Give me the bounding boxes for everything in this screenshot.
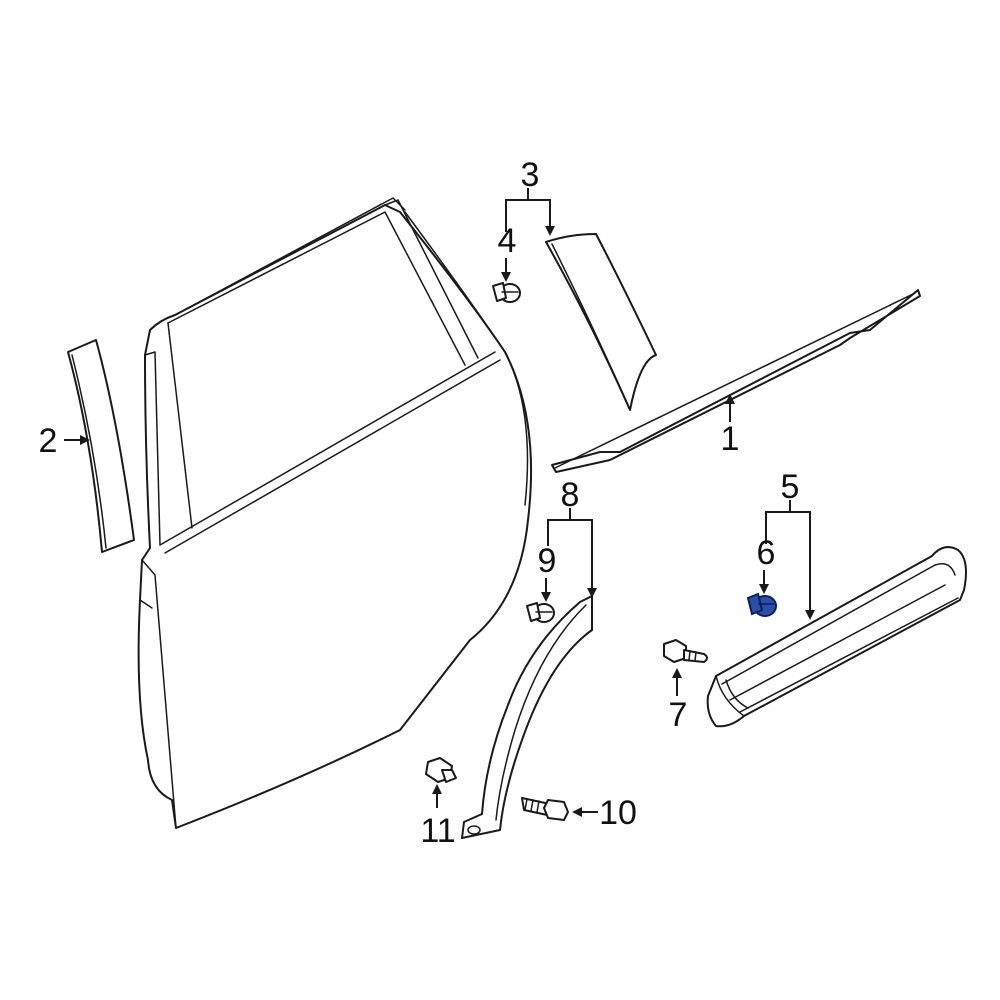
part-4-clip [492, 282, 521, 303]
callout-8: 8 [561, 476, 580, 514]
part-9-clip [526, 602, 555, 623]
callout-6: 6 [757, 534, 776, 572]
part-2-applique [67, 339, 135, 553]
callout-10: 10 [599, 794, 637, 832]
part-7-bolt [663, 639, 708, 663]
part-8-wheel-molding [461, 595, 593, 839]
part-5-rocker-molding [706, 546, 967, 728]
callout-1: 1 [721, 420, 740, 458]
callout-3: 3 [521, 156, 540, 194]
callout-4: 4 [498, 222, 517, 260]
part-10-bolt [521, 797, 569, 821]
callout-leaders [64, 188, 815, 817]
rear-door [137, 197, 533, 829]
callout-5: 5 [781, 468, 800, 506]
callout-11: 11 [420, 812, 455, 850]
part-6-clip-highlighted [746, 592, 777, 617]
part-3-garnish [545, 233, 657, 411]
callout-labels: 1 2 3 4 5 6 7 8 9 10 11 [39, 156, 800, 850]
callout-9: 9 [538, 542, 557, 580]
callout-2: 2 [39, 422, 58, 460]
part-11-clip [425, 757, 457, 783]
callout-7: 7 [669, 696, 688, 734]
part-1-belt-molding [551, 289, 921, 473]
